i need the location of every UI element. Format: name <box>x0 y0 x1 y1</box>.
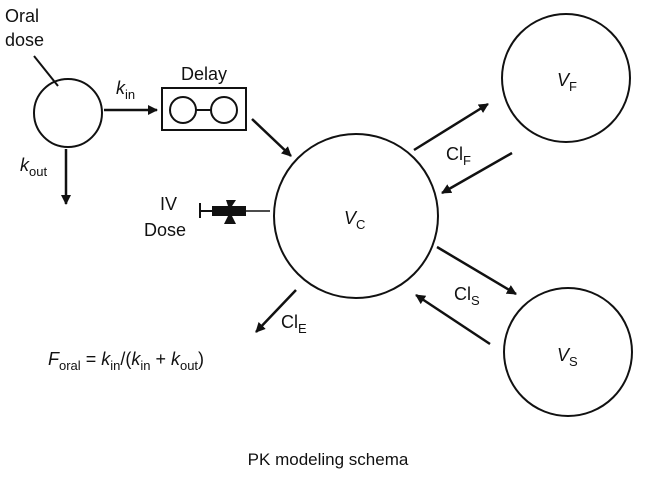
vf-label: VF <box>557 70 577 94</box>
delay-label: Delay <box>181 64 227 84</box>
peripheral-f-compartment <box>501 13 631 143</box>
s-to-central-arrow <box>415 293 491 346</box>
cle-label: ClE <box>281 312 307 336</box>
central-compartment <box>273 133 439 299</box>
central-to-s-arrow <box>436 245 517 296</box>
kout-label: kout <box>20 155 47 179</box>
elimination-arrow <box>255 289 297 333</box>
peripheral-s-compartment <box>503 287 633 417</box>
foral-equation: Foral = kin/(kin + kout) <box>48 349 204 373</box>
f-to-central-arrow <box>441 151 513 195</box>
diagram-caption: PK modeling schema <box>248 450 409 469</box>
oral-dose-compartment <box>33 78 103 148</box>
oral-dose-pointer-line <box>33 55 59 87</box>
vc-label: VC <box>344 208 365 232</box>
iv-label-line2: Dose <box>144 220 186 240</box>
iv-label-line1: IV <box>160 194 177 214</box>
syringe-icon <box>199 200 270 224</box>
oral-dose-label-line2: dose <box>5 30 44 50</box>
oral-dose-label-line1: Oral <box>5 6 39 26</box>
cls-label: ClS <box>454 284 480 308</box>
vs-label: VS <box>557 345 578 369</box>
clf-label: ClF <box>446 144 471 168</box>
delay-to-central-arrow <box>251 118 292 157</box>
central-to-f-arrow <box>413 102 489 152</box>
delay-box <box>161 87 247 131</box>
kin-label: kin <box>116 78 135 102</box>
